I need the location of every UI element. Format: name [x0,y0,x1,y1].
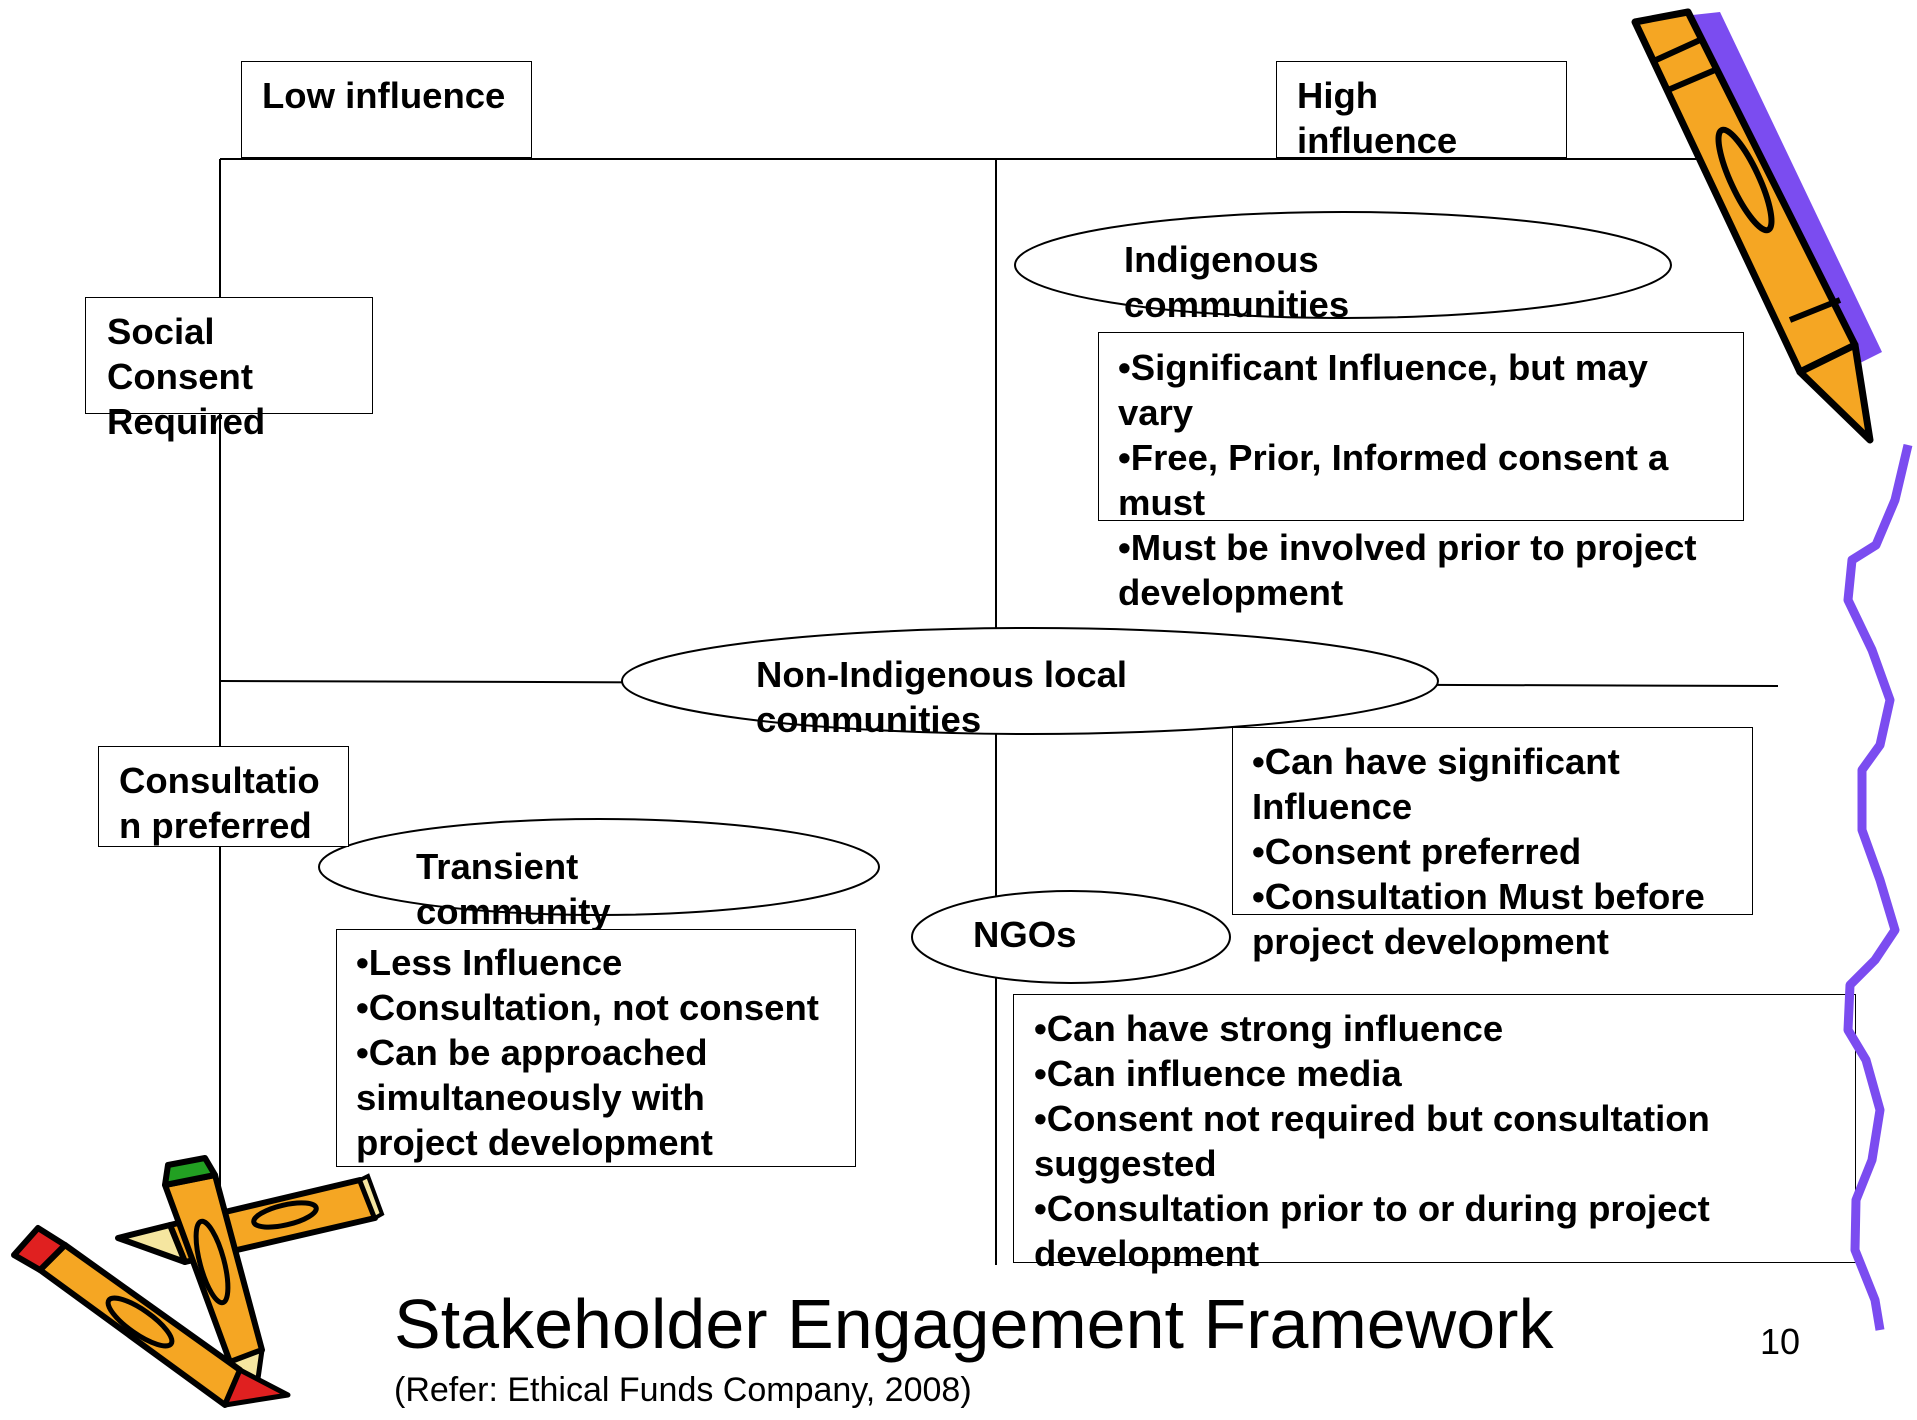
low-influence-box [241,61,532,158]
ngos-point: Consent not required but consultation su… [1034,1096,1754,1186]
ngos-point: Can have strong influence [1034,1006,1754,1051]
squiggle-line-icon [1843,443,1913,1331]
low-influence-label: Low influence [262,75,506,116]
indigenous-point: Free, Prior, Informed consent a must [1118,435,1698,525]
indigenous-point: Must be involved prior to project develo… [1118,525,1718,615]
transient-point: Less Influence [356,940,819,985]
consultation-label: Consultation preferred [119,758,324,848]
ngos-points: Can have strong influence Can influence … [1034,1006,1754,1276]
indigenous-points: Significant Influence, but may vary Free… [1118,345,1718,615]
non-indigenous-ellipse [621,627,1439,735]
consultation-label-text: Consultation preferred [119,760,320,846]
social-consent-box [85,297,373,414]
page-number: 10 [1760,1321,1801,1362]
transient-points: Less Influence Consultation, not consent… [356,940,819,1165]
slide-title: Stakeholder Engagement Framework [394,1285,1554,1363]
non-indigenous-points: Can have significant Influence Consent p… [1252,739,1752,964]
high-influence-label: High influence [1297,75,1458,161]
ngos-ellipse [911,890,1231,984]
non-indigenous-point: Consent preferred [1252,829,1752,874]
transient-point: Can be approached simultaneously with pr… [356,1030,776,1165]
indigenous-ellipse [1014,211,1672,319]
non-indigenous-point: Can have significant Influence [1252,739,1672,829]
crossed-pencils-icon [11,1155,385,1408]
indigenous-label: Indigenous communities [1124,239,1350,325]
transient-label: Transient community [416,846,611,932]
non-indigenous-label: Non-Indigenous local communities [756,654,1128,740]
ngos-point: Can influence media [1034,1051,1754,1096]
reference-note: (Refer: Ethical Funds Company, 2008) [394,1371,972,1409]
indigenous-point: Significant Influence, but may vary [1118,345,1678,435]
transient-ellipse [318,818,880,916]
consultation-box [98,746,349,847]
social-consent-label: Social Consent Required [107,311,266,442]
high-influence-box [1276,61,1567,158]
ngos-label: NGOs [973,914,1077,955]
ngos-point: Consultation prior to or during project … [1034,1186,1754,1276]
non-indigenous-point: Consultation Must before project develop… [1252,874,1752,964]
transient-point: Consultation, not consent [356,985,819,1030]
pencil-icon [1631,8,1882,444]
